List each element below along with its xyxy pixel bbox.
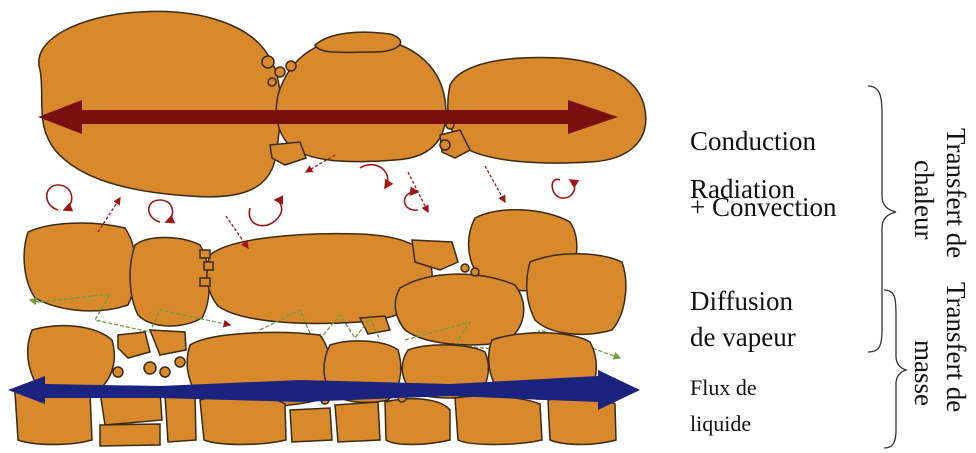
- heat-transfer-label-line2: chaleur: [908, 160, 940, 239]
- grain: [455, 396, 542, 445]
- grain: [268, 78, 276, 86]
- grain: [200, 250, 210, 258]
- grain: [200, 278, 210, 286]
- grain-layer-top: [39, 11, 646, 196]
- grain: [24, 223, 136, 311]
- grain: [200, 396, 286, 445]
- grain: [270, 142, 306, 165]
- grain: [100, 424, 160, 446]
- grain: [286, 61, 296, 71]
- mass-transfer-label-line2: masse: [908, 340, 940, 406]
- grain: [527, 254, 626, 335]
- conduction-label: Conduction: [690, 124, 816, 158]
- grain: [315, 32, 401, 52]
- grain: [150, 330, 186, 355]
- grain: [471, 268, 479, 276]
- liquid-flux-label-line1: Flux de: [690, 372, 757, 403]
- grain: [461, 264, 469, 272]
- grain: [118, 332, 150, 358]
- grain: [204, 262, 213, 270]
- grain: [395, 274, 523, 345]
- grain: [385, 399, 450, 445]
- grain: [113, 367, 123, 377]
- grain: [262, 56, 274, 68]
- grain: [335, 402, 380, 442]
- brackets: [868, 86, 906, 448]
- grain: [165, 394, 196, 442]
- grain: [144, 362, 156, 374]
- mass-transfer-label-line1: Transfert de: [940, 282, 972, 412]
- liquid-flux-label-line2: liquide: [690, 408, 751, 439]
- heat-transfer-label-line1: Transfert de: [940, 128, 972, 258]
- grain: [130, 238, 209, 326]
- grain: [160, 367, 170, 377]
- grain: [440, 140, 450, 150]
- diffusion-label-line2: de vapeur: [690, 320, 796, 354]
- convection-label: + Convection: [690, 190, 836, 224]
- grain: [275, 67, 285, 77]
- grain: [276, 38, 446, 162]
- grain: [175, 357, 185, 367]
- mass-transfer-bracket: [884, 290, 906, 448]
- diffusion-label-line1: Diffusion: [690, 284, 793, 318]
- heat-transfer-bracket: [868, 86, 896, 352]
- grain: [290, 408, 332, 442]
